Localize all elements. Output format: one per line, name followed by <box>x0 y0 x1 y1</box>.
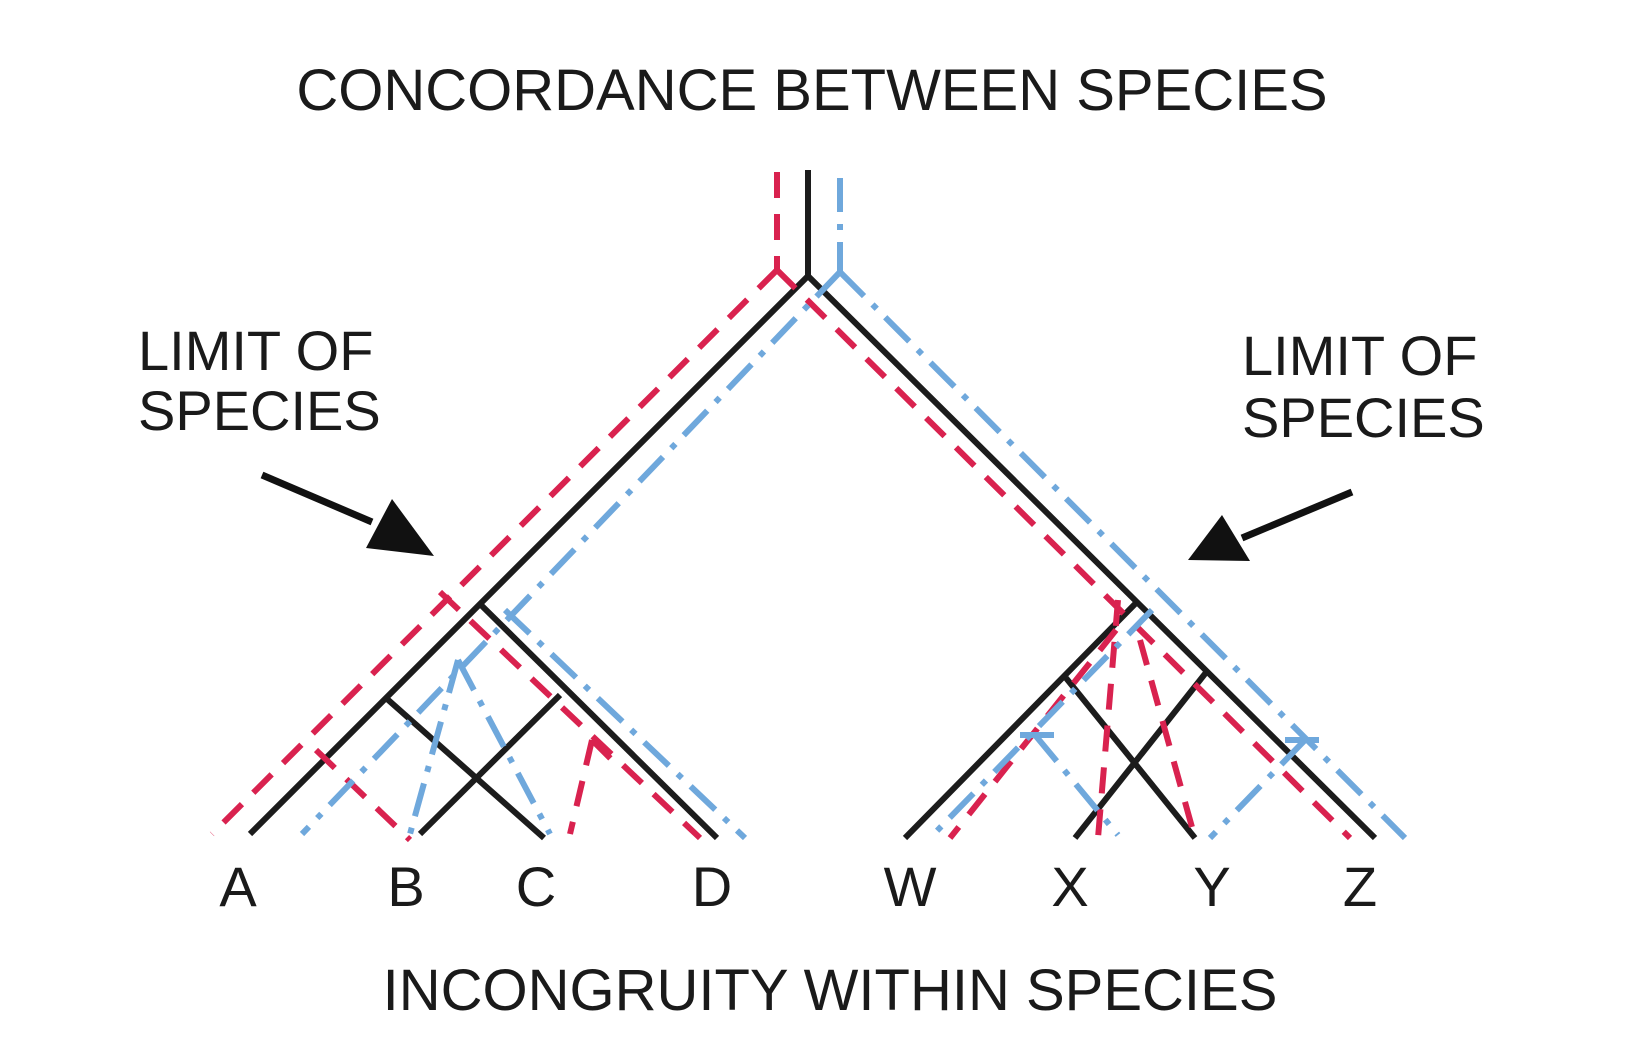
arrow-right-down-icon <box>260 471 434 556</box>
species-tree <box>247 170 1378 841</box>
leaf-label-a: A <box>219 855 257 918</box>
right-limit-annotation: LIMIT OF SPECIES <box>1188 324 1485 561</box>
left-limit-annotation: LIMIT OF SPECIES <box>138 319 434 556</box>
right-limit-label-line2: SPECIES <box>1242 386 1485 449</box>
gene-tree-blue <box>299 178 1408 841</box>
diagram-caption: INCONGRUITY WITHIN SPECIES <box>383 958 1278 1023</box>
diagram-title: CONCORDANCE BETWEEN SPECIES <box>296 58 1327 123</box>
left-limit-label-line2: SPECIES <box>138 379 381 442</box>
leaf-label-d: D <box>692 855 732 918</box>
gene-tree-red <box>209 172 1353 843</box>
leaf-label-z: Z <box>1343 855 1377 918</box>
leaf-label-b: B <box>387 855 424 918</box>
leaf-label-c: C <box>516 855 556 918</box>
leaf-label-x: X <box>1051 855 1088 918</box>
leaf-labels-left: A B C D <box>219 855 732 918</box>
arrow-left-down-icon <box>1188 488 1354 561</box>
leaf-label-y: Y <box>1193 855 1230 918</box>
left-limit-label-line1: LIMIT OF <box>138 319 373 382</box>
leaf-label-w: W <box>884 855 937 918</box>
leaf-labels-right: W X Y Z <box>884 855 1378 918</box>
right-limit-label-line1: LIMIT OF <box>1242 324 1477 387</box>
